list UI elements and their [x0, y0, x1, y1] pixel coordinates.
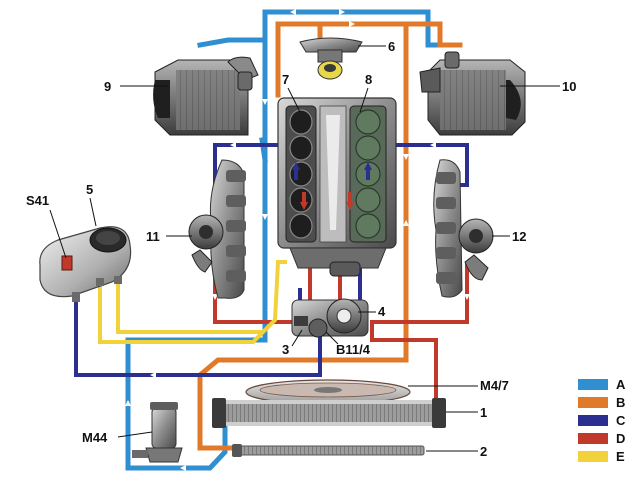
legend-swatch-d [578, 433, 608, 444]
callout-4: 4 [378, 304, 386, 319]
callout-m44: M44 [82, 430, 108, 445]
component-10-charge-air-cooler-right [419, 51, 526, 136]
callout-11: 11 [146, 229, 160, 244]
legend-swatch-c [578, 415, 608, 426]
legend-label-d: D [616, 431, 625, 446]
callout-9: 9 [104, 79, 111, 94]
legend-swatch-e [578, 451, 608, 462]
callout-b11-4: B11/4 [336, 342, 371, 357]
coolant-lines [74, 8, 470, 471]
callout-2: 2 [480, 444, 487, 459]
callout-1: 1 [480, 405, 487, 420]
component-6-housing [299, 37, 363, 80]
callout-7: 7 [282, 72, 289, 87]
component-1-radiator [212, 398, 446, 428]
callout-s41: S41 [26, 193, 49, 208]
engine-block [277, 97, 397, 269]
legend-label-a: A [616, 377, 626, 392]
component-2-low-temp-cooler [232, 444, 425, 457]
component-5-expansion-tank [39, 226, 132, 302]
component-12-turbocharger-right [433, 159, 494, 298]
component-11-turbocharger-left [188, 159, 246, 299]
callout-5: 5 [86, 182, 93, 197]
callout-8: 8 [365, 72, 372, 87]
cylinder-bank-left [285, 105, 317, 243]
legend-swatch-b [578, 397, 608, 408]
component-m4-7-fan [245, 379, 411, 405]
component-9-charge-air-cooler-left [153, 56, 259, 136]
line-a [125, 8, 451, 471]
legend-swatch-a [578, 379, 608, 390]
callout-m4-7: M4/7 [480, 378, 509, 393]
callout-3: 3 [282, 342, 289, 357]
component-m44-pump [132, 402, 183, 463]
callout-6: 6 [388, 39, 395, 54]
callout-12: 12 [512, 229, 526, 244]
line-e [98, 260, 287, 344]
callout-10: 10 [562, 79, 576, 94]
component-coolant-pump-area [291, 261, 369, 338]
callouts: 6 9 10 7 8 11 12 S41 5 4 3 B11/4 M4/7 1 … [26, 39, 576, 459]
legend-label-b: B [616, 395, 625, 410]
flow-arrows [125, 9, 470, 471]
legend-label-e: E [616, 449, 625, 464]
legend-label-c: C [616, 413, 626, 428]
